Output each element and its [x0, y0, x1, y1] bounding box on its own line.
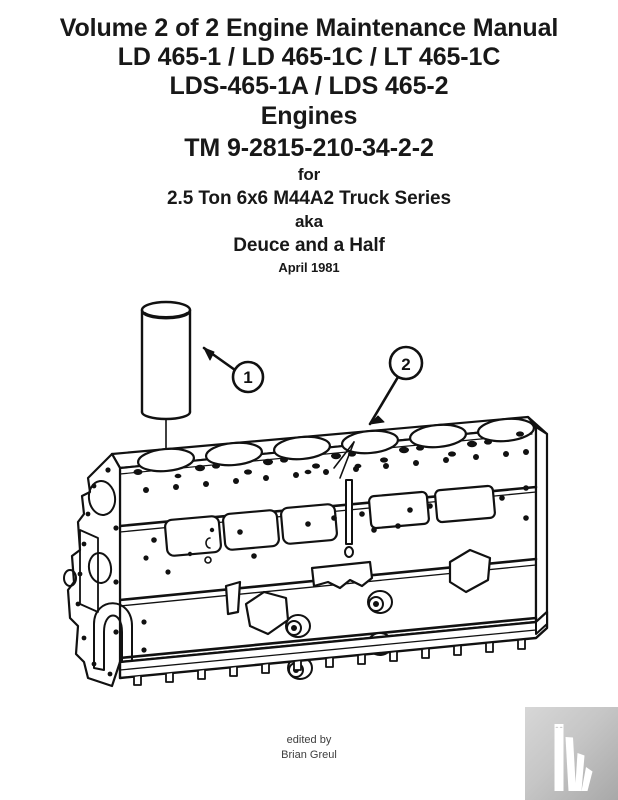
- callout-1-number: 1: [243, 368, 252, 387]
- side-face-bolt-dots-upper: [143, 449, 529, 575]
- title-application: 2.5 Ton 6x6 M44A2 Truck Series: [167, 188, 451, 209]
- oil-pan-studs: [133, 639, 526, 686]
- title-line-engines: Engines: [260, 102, 358, 130]
- cylinder-liner-part: [140, 300, 192, 421]
- title-line-volume: Volume 2 of 2 Engine Maintenance Manual: [59, 14, 559, 42]
- title-block: Volume 2 of 2 Engine Maintenance Manual …: [0, 14, 618, 277]
- title-date: April 1981: [278, 260, 340, 275]
- title-line-tm-number: TM 9-2815-210-34-2-2: [184, 134, 434, 162]
- block-lower-details: [224, 548, 492, 636]
- block-front-casting: [63, 452, 133, 688]
- credits-block: edited by Brian Greul: [0, 733, 618, 763]
- callout-2-number: 2: [401, 355, 410, 374]
- casting-mark: [205, 537, 211, 549]
- block-vertical-slot: [344, 479, 354, 558]
- books-icon: [554, 724, 593, 791]
- cylinder-bores: [136, 417, 536, 473]
- callout-2: [368, 345, 424, 426]
- engine-block-diagram: 1 2: [58, 282, 563, 712]
- tappet-cover-openings: [164, 484, 496, 557]
- publisher-logo: [525, 707, 618, 800]
- title-line-models-1: LD 465-1 / LD 465-1C / LT 465-1C: [117, 43, 501, 71]
- front-casting-bolt-dots: [75, 467, 119, 677]
- title-aka-label: aka: [294, 212, 324, 231]
- title-nickname: Deuce and a Half: [233, 235, 385, 256]
- editor-name: Brian Greul: [281, 749, 337, 761]
- edited-by-label: edited by: [286, 734, 332, 746]
- callout-1: [202, 346, 265, 394]
- title-line-models-2: LDS-465-1A / LDS 465-2: [169, 72, 449, 100]
- block-rib-lower: [118, 616, 538, 660]
- title-for-label: for: [297, 165, 321, 184]
- head-bolt-bosses: [133, 431, 524, 479]
